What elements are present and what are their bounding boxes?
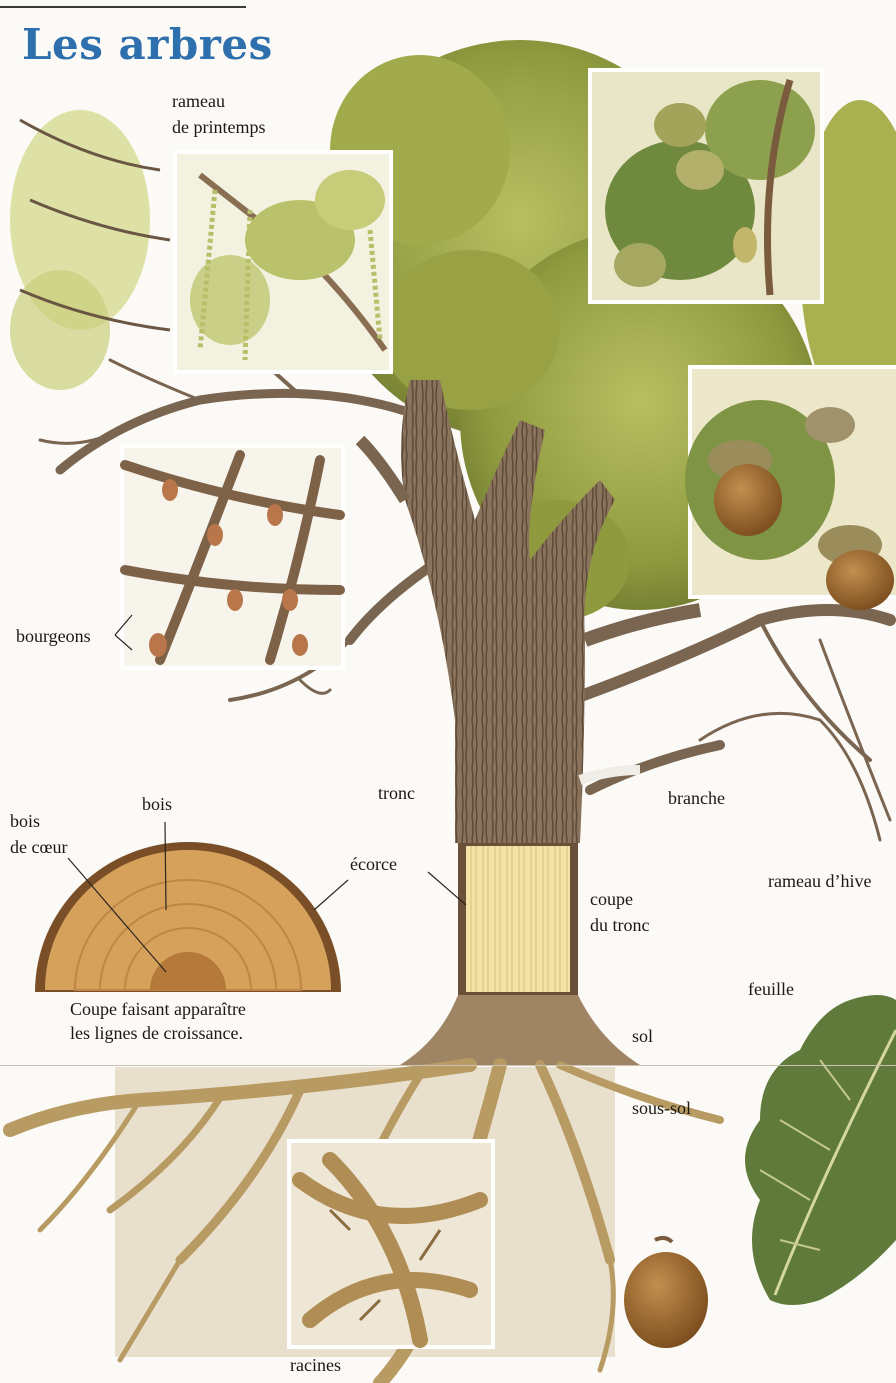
winter-branches-right [570,610,890,840]
acorns-inset [685,367,896,610]
label-bois: bois [142,793,172,815]
label-coupe-du-tronc-line1: coupe [590,888,633,910]
acorn-leaves-inset [590,70,822,302]
acorn [624,1238,708,1348]
label-rameau-printemps-line2: de printemps [172,116,265,138]
spring-catkins [10,110,170,390]
label-tronc: tronc [378,782,415,804]
wood-cross-section [35,842,341,992]
label-bourgeons: bourgeons [16,625,91,647]
label-racines: racines [290,1354,341,1376]
roots-detail-inset [289,1141,493,1347]
label-bois-de-coeur-line1: bois [10,810,40,832]
ground-line [0,1065,896,1066]
label-coupe-du-tronc-line2: du tronc [590,914,649,936]
label-rameau-printemps-line1: rameau [172,90,225,112]
buds-inset [122,446,343,668]
label-bois-de-coeur-line2: de cœur [10,836,67,858]
label-branche: branche [668,787,725,809]
oak-leaf [745,995,896,1305]
label-sol: sol [632,1025,653,1047]
caption-line1: Coupe faisant apparaître [70,998,246,1020]
spring-twig-inset [175,152,391,372]
trunk-base [400,995,640,1065]
label-rameau-hiver: rameau d’hive [768,870,871,892]
caption-line2: les lignes de croissance. [70,1022,243,1044]
trunk-section [458,843,578,995]
label-sous-sol: sous-sol [632,1097,691,1119]
label-ecorce: écorce [350,853,397,875]
label-feuille: feuille [748,978,794,1000]
